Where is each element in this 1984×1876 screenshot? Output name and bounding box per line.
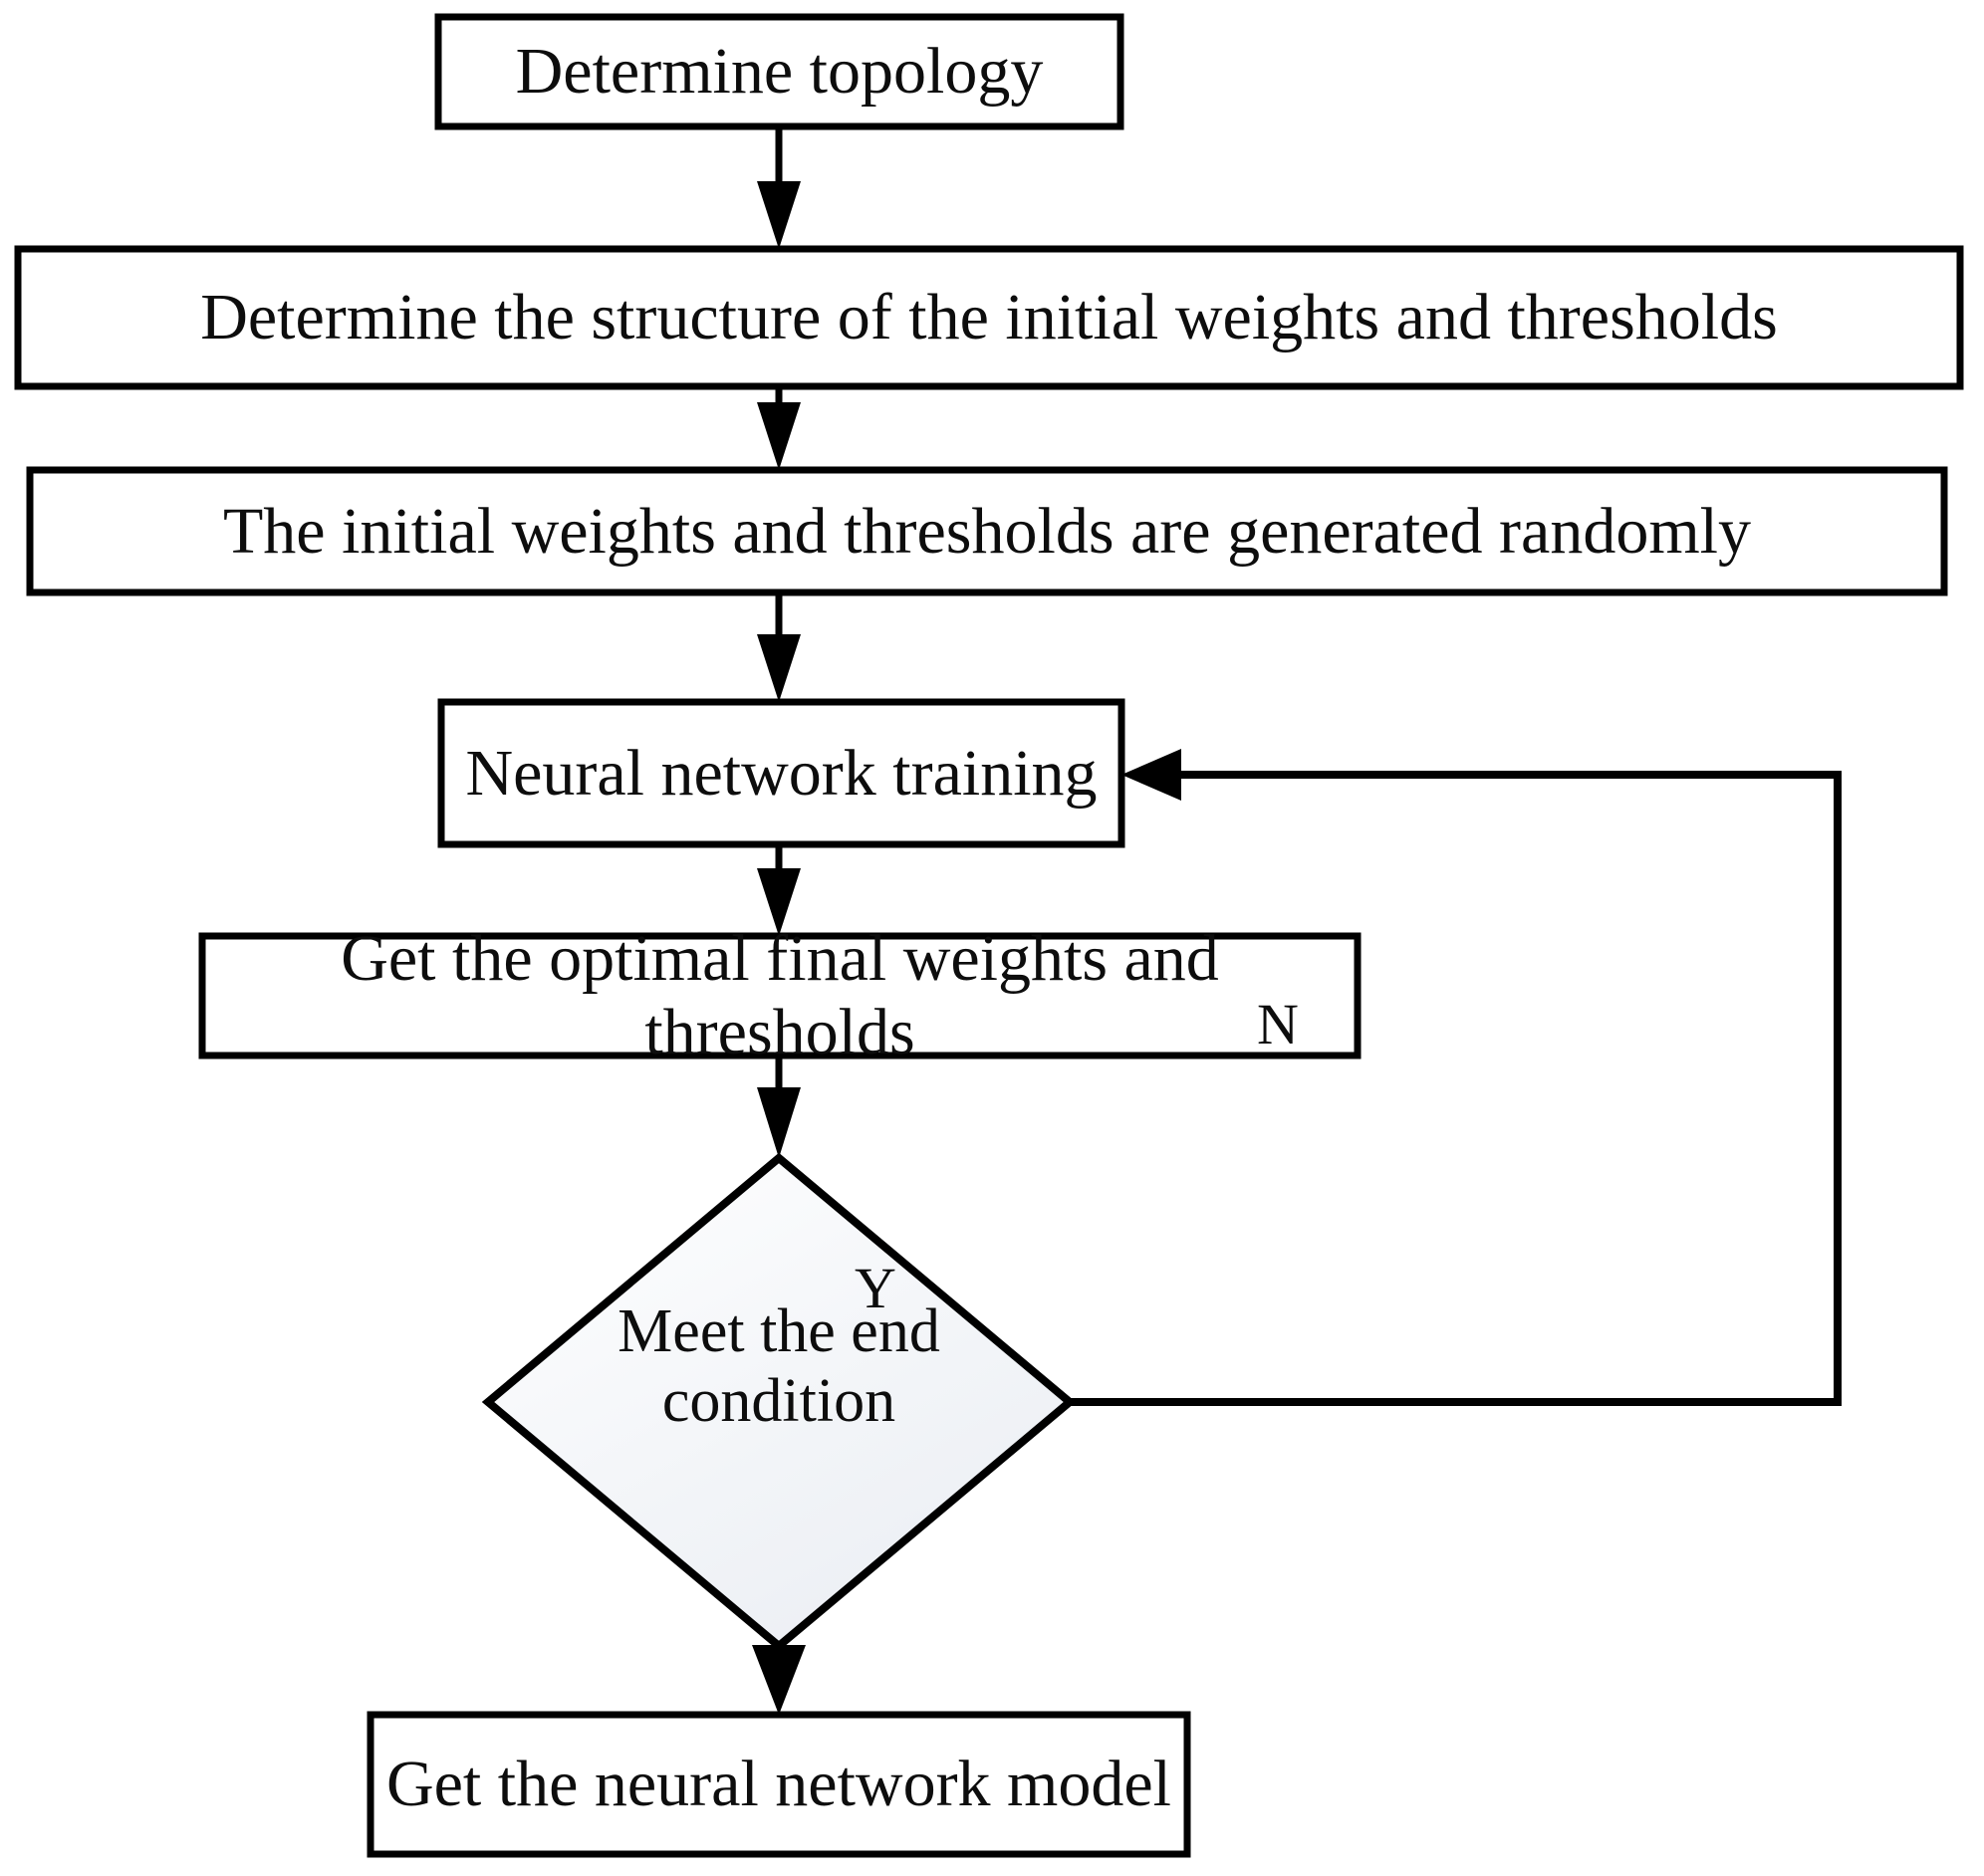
- node-determine-topology[interactable]: [434, 13, 1124, 130]
- node-neural-network-training[interactable]: [437, 698, 1125, 848]
- edge-structure-to-generate: [757, 386, 801, 470]
- node-meet-end-condition[interactable]: [481, 1152, 1077, 1652]
- edge-training-to-optimal: [757, 844, 801, 936]
- node-determine-structure[interactable]: [14, 245, 1964, 390]
- edge-topology-to-structure: [757, 126, 801, 249]
- node-get-optimal-weights[interactable]: [198, 932, 1362, 1059]
- edge-label-no: N: [1257, 992, 1299, 1056]
- edge-label-yes: Y: [855, 1256, 896, 1320]
- edge-decision-yes-to-model: [752, 1645, 806, 1715]
- node-get-model[interactable]: [367, 1711, 1191, 1858]
- node-generate-random[interactable]: [26, 466, 1948, 596]
- edge-optimal-to-decision: [757, 1055, 801, 1158]
- edge-decision-no-loop: [1070, 749, 1842, 1406]
- edge-generate-to-training: [757, 592, 801, 702]
